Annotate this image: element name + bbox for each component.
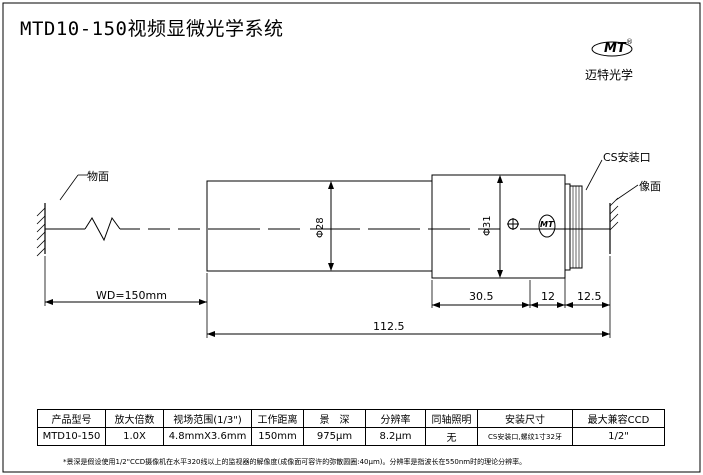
spec-header: 安装尺寸 — [477, 409, 573, 428]
spec-cell: 无 — [425, 427, 478, 446]
spec-value-row: MTD10-150 1.0X 4.8mmX3.6mm 150mm 975μm 8… — [37, 427, 665, 446]
object-leader — [59, 174, 79, 201]
spec-cell: CS安装口,螺纹1寸32牙 — [477, 427, 573, 446]
object-plane-hatch — [36, 207, 46, 257]
spec-header: 同轴照明 — [425, 409, 478, 428]
object-plane-label: 物面 — [87, 170, 109, 183]
brand-logo: MT — [604, 41, 626, 56]
dim-112-5-label: 112.5 — [373, 320, 405, 333]
brand-name: 迈特光学 — [585, 68, 634, 82]
mount-label: CS安装口 — [603, 151, 651, 164]
spec-cell: 8.2μm — [365, 427, 426, 446]
spec-cell: 975μm — [303, 427, 366, 446]
brand-logo-ellipse — [591, 41, 633, 57]
spec-header: 景 深 — [303, 409, 366, 428]
optical-axis — [45, 216, 610, 242]
spec-header-row: 产品型号 放大倍数 视场范围(1/3") 工作距离 景 深 分辨率 同轴照明 安… — [37, 409, 665, 428]
cs-mount-ring-1 — [564, 183, 571, 271]
spec-header: 分辨率 — [365, 409, 426, 428]
dim-30-5-label: 30.5 — [469, 290, 494, 303]
footnote: *景深是假设使用1/2"CCD摄像机在水平320线以上的监视器的解像度(成像面可… — [63, 458, 527, 466]
spec-header: 视场范围(1/3") — [163, 409, 252, 428]
image-plane-hatch — [609, 197, 619, 231]
image-leader — [615, 184, 639, 201]
mount-leader — [585, 159, 603, 191]
body-logo-ellipse — [538, 214, 556, 238]
spec-cell: MTD10-150 — [37, 427, 106, 446]
spec-cell: 1.0X — [105, 427, 164, 446]
page-title: MTD10-150视频显微光学系统 — [20, 18, 284, 40]
spec-cell: 1/2" — [572, 427, 665, 446]
spec-header: 最大兼容CCD — [572, 409, 665, 428]
wd-label: WD=150mm — [96, 289, 167, 302]
extension-lines — [44, 256, 611, 338]
spec-table: 产品型号 放大倍数 视场范围(1/3") 工作距离 景 深 分辨率 同轴照明 安… — [37, 409, 665, 446]
spec-header: 工作距离 — [251, 409, 304, 428]
body-logo-label: MT — [540, 220, 554, 229]
spec-cell: 150mm — [251, 427, 304, 446]
dim-12-5-label: 12.5 — [577, 290, 602, 303]
dim-12-label: 12 — [541, 290, 555, 303]
spec-header: 放大倍数 — [105, 409, 164, 428]
dia-28-label: Φ28 — [315, 217, 326, 238]
dia-31-label: Φ31 — [482, 215, 493, 236]
spec-header: 产品型号 — [37, 409, 106, 428]
registered-mark: ® — [626, 38, 633, 46]
spec-cell: 4.8mmX3.6mm — [163, 427, 252, 446]
image-plane-label: 像面 — [639, 180, 661, 193]
